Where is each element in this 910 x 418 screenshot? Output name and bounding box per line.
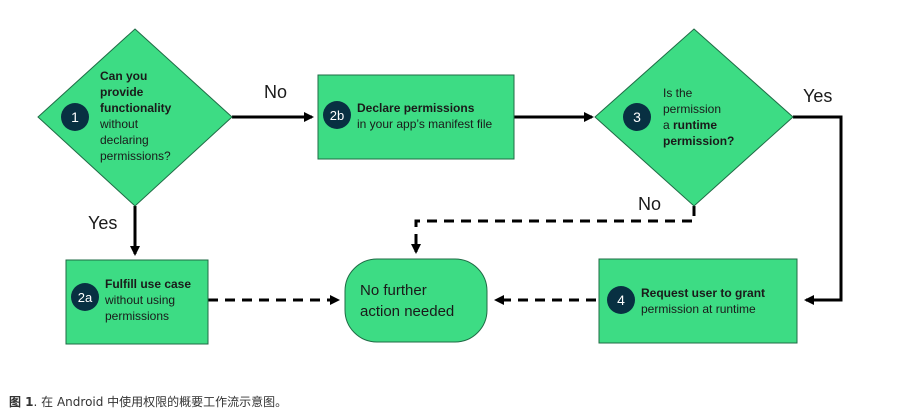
decision-3-line-1: Is the (663, 86, 693, 100)
badge-2b (323, 101, 351, 129)
decision-3-line-3-prefix: a (663, 118, 673, 132)
badge-3-label: 3 (633, 109, 641, 125)
decision-3-line-3-bold: runtime (673, 118, 717, 132)
decision-1-line-1: Can you (100, 69, 147, 83)
decision-1-shape (37, 28, 233, 207)
decision-3-line-3: a runtime (663, 118, 717, 132)
decision-3-line-4: permission? (663, 134, 734, 148)
process-2a-line-1: Fulfill use case (105, 277, 191, 291)
process-2b-line-1: Declare permissions (357, 101, 475, 115)
badge-4 (607, 286, 635, 314)
process-2b: 2b Declare permissions in your app’s man… (317, 74, 515, 160)
figure-caption: 图 1. 在 Android 中使用权限的概要工作流示意图。 (9, 393, 287, 410)
terminal-end-line-1: No further (360, 282, 427, 299)
decision-3-shape (594, 28, 794, 207)
edge-label-yes-1: Yes (88, 213, 117, 233)
badge-3 (623, 103, 651, 131)
figure-caption-label: 图 1 (9, 395, 34, 409)
decision-1: 1 Can you provide functionality without … (37, 28, 233, 207)
edge-label-no-1: No (264, 82, 287, 102)
decision-1-line-2: provide (100, 85, 144, 99)
process-2a-line-2: without using (104, 293, 175, 307)
decision-1-line-6: permissions? (100, 149, 171, 163)
edge-label-yes-3: Yes (803, 86, 832, 106)
decision-3-line-2: permission (663, 102, 721, 116)
decision-1-line-4: without (99, 117, 139, 131)
process-4-line-2: permission at runtime (641, 302, 756, 316)
decision-1-line-3: functionality (100, 101, 172, 115)
badge-4-label: 4 (617, 292, 625, 308)
process-2a: 2a Fulfill use case without using permis… (65, 259, 209, 345)
edges (130, 112, 843, 305)
badge-1 (61, 103, 89, 131)
terminal-end-shape (344, 258, 488, 343)
process-2a-line-3: permissions (105, 309, 169, 323)
edge-label-no-3: No (638, 194, 661, 214)
permissions-flowchart: No Yes Yes No 1 Can you provide function… (37, 28, 843, 345)
decision-1-line-5: declaring (100, 133, 149, 147)
badge-2a (71, 283, 99, 311)
process-4-line-1: Request user to grant (641, 286, 765, 300)
badge-1-label: 1 (71, 109, 79, 125)
figure-caption-text: . 在 Android 中使用权限的概要工作流示意图。 (33, 395, 288, 409)
badge-2a-label: 2a (78, 290, 93, 305)
process-4: 4 Request user to grant permission at ru… (598, 258, 798, 344)
terminal-end-line-2: action needed (360, 303, 454, 320)
badge-2b-label: 2b (330, 108, 344, 123)
process-2b-line-2: in your app’s manifest file (357, 117, 493, 131)
decision-3: 3 Is the permission a runtime permission… (594, 28, 794, 207)
terminal-end: No further action needed (344, 258, 488, 343)
edge-3-to-end (411, 206, 696, 254)
edge-3-to-4 (793, 115, 843, 305)
